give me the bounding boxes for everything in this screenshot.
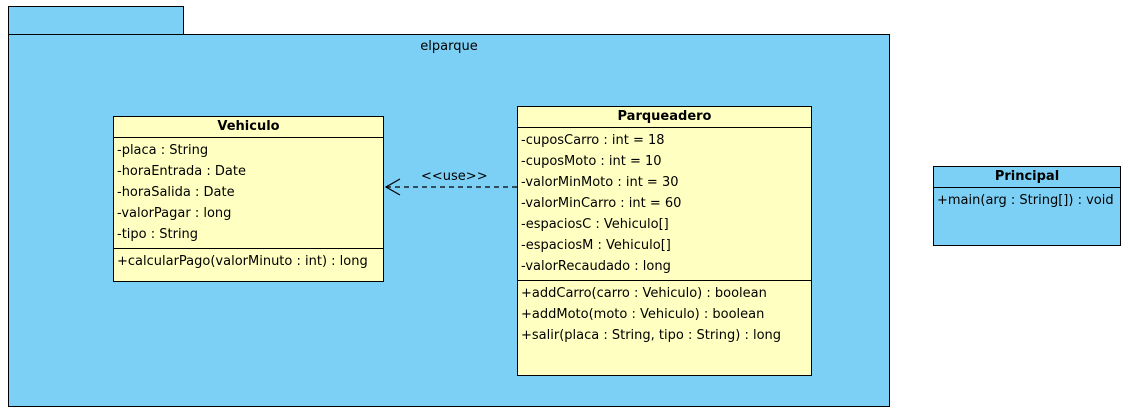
attribute: -valorPagar : long xyxy=(117,206,232,221)
attribute: -valorMinCarro : int = 60 xyxy=(521,196,682,211)
operation: +addCarro(carro : Vehiculo) : boolean xyxy=(521,286,767,301)
arrowhead-icon xyxy=(384,178,401,196)
class-name: Vehiculo xyxy=(114,117,383,138)
class-principal[interactable]: Principal +main(arg : String[]) : void xyxy=(933,166,1121,246)
package-name: elparque xyxy=(420,39,478,54)
operation: +main(arg : String[]) : void xyxy=(937,193,1114,208)
attribute: -valorRecaudado : long xyxy=(521,259,671,274)
operation: +calcularPago(valorMinuto : int) : long xyxy=(117,254,368,269)
attribute: -horaEntrada : Date xyxy=(117,164,246,179)
operations-section: +addCarro(carro : Vehiculo) : boolean +a… xyxy=(518,281,811,349)
class-vehiculo[interactable]: Vehiculo -placa : String -horaEntrada : … xyxy=(113,116,384,282)
dependency-label: <<use>> xyxy=(421,169,488,184)
attribute: -valorMinMoto : int = 30 xyxy=(521,175,679,190)
attribute: -horaSalida : Date xyxy=(117,185,235,200)
operation: +addMoto(moto : Vehiculo) : boolean xyxy=(521,307,765,322)
attribute: -cuposCarro : int = 18 xyxy=(521,133,665,148)
class-name: Parqueadero xyxy=(518,107,811,128)
operation: +salir(placa : String, tipo : String) : … xyxy=(521,328,782,343)
attribute: -espaciosC : Vehiculo[] xyxy=(521,217,669,232)
attribute: -cuposMoto : int = 10 xyxy=(521,154,662,169)
attribute: -placa : String xyxy=(117,143,209,158)
operations-section: +calcularPago(valorMinuto : int) : long xyxy=(114,249,383,275)
class-name: Principal xyxy=(934,167,1120,188)
operations-section: +main(arg : String[]) : void xyxy=(934,188,1120,214)
attribute: -tipo : String xyxy=(117,227,199,242)
attribute: -espaciosM : Vehiculo[] xyxy=(521,238,671,253)
attributes-section: -placa : String -horaEntrada : Date -hor… xyxy=(114,138,383,249)
class-parqueadero[interactable]: Parqueadero -cuposCarro : int = 18 -cupo… xyxy=(517,106,812,376)
attributes-section: -cuposCarro : int = 18 -cuposMoto : int … xyxy=(518,128,811,281)
